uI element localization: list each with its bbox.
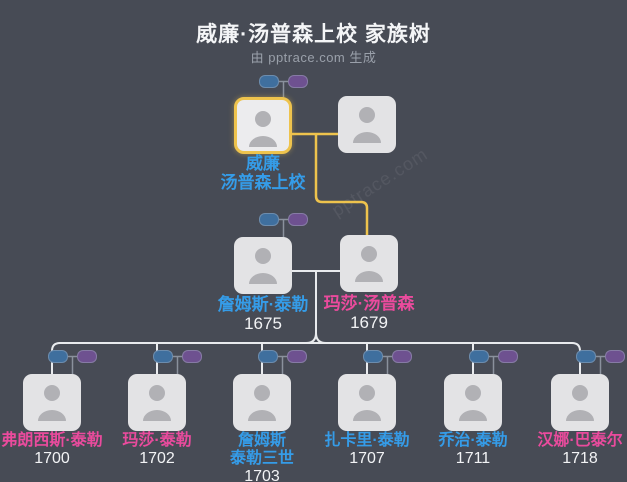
person-card-william-thompson[interactable]: [234, 97, 292, 154]
avatar-icon: [459, 410, 487, 421]
person-year: 1707: [349, 450, 385, 467]
mini-father-node-icon[interactable]: [576, 350, 596, 363]
avatar-icon: [355, 271, 383, 282]
mini-father-node-icon[interactable]: [48, 350, 68, 363]
mini-father-node-icon[interactable]: [259, 75, 279, 88]
label-james-taylor: 詹姆斯·泰勒 1675: [198, 295, 328, 333]
avatar-icon: [143, 410, 171, 421]
mini-mother-node-icon[interactable]: [77, 350, 97, 363]
page-subtitle: 由 pptrace.com 生成: [250, 50, 377, 65]
mini-father-node-icon[interactable]: [469, 350, 489, 363]
avatar-icon: [353, 132, 381, 143]
mini-father-node-icon[interactable]: [153, 350, 173, 363]
avatar-icon: [249, 273, 277, 284]
person-name: 扎卡里·泰勒: [324, 432, 410, 449]
mini-mother-node-icon[interactable]: [288, 75, 308, 88]
person-card-spouse-unnamed[interactable]: [338, 96, 396, 153]
person-card-child-3[interactable]: [233, 374, 291, 431]
avatar-icon: [566, 410, 594, 421]
avatar-icon: [465, 385, 481, 401]
person-year: 1711: [455, 450, 491, 467]
page-title: 威廉·汤普森上校 家族树: [196, 23, 431, 46]
person-name: 弗朗西斯·泰勒: [1, 432, 103, 449]
person-year: 1700: [34, 450, 70, 467]
person-card-james-taylor[interactable]: [234, 237, 292, 294]
person-card-child-1[interactable]: [23, 374, 81, 431]
mini-mother-node-icon[interactable]: [288, 213, 308, 226]
label-child-4: 扎卡里·泰勒 1707: [310, 432, 424, 468]
label-child-5: 乔治·泰勒 1711: [416, 432, 530, 468]
person-card-child-5[interactable]: [444, 374, 502, 431]
avatar-icon: [38, 410, 66, 421]
person-name: 汉娜·巴泰尔: [537, 432, 623, 449]
person-card-child-4[interactable]: [338, 374, 396, 431]
avatar-icon: [249, 136, 277, 147]
person-card-child-2[interactable]: [128, 374, 186, 431]
avatar-icon: [44, 385, 60, 401]
mini-mother-node-icon[interactable]: [498, 350, 518, 363]
mini-father-node-icon[interactable]: [258, 350, 278, 363]
person-name: 威廉: [246, 154, 280, 173]
label-william-thompson: 威廉 汤普森上校: [193, 154, 333, 192]
person-year: 1702: [139, 450, 175, 467]
avatar-icon: [255, 111, 271, 127]
avatar-icon: [255, 248, 271, 264]
mini-mother-node-icon[interactable]: [182, 350, 202, 363]
person-name: 詹姆斯: [237, 432, 286, 449]
person-card-child-6[interactable]: [551, 374, 609, 431]
avatar-icon: [353, 410, 381, 421]
label-child-1: 弗朗西斯·泰勒 1700: [0, 432, 109, 468]
avatar-icon: [359, 385, 375, 401]
avatar-icon: [149, 385, 165, 401]
person-year: 1679: [350, 313, 388, 332]
person-name: 汤普森上校: [220, 173, 306, 192]
mini-mother-node-icon[interactable]: [287, 350, 307, 363]
person-name: 玛莎·汤普森: [323, 294, 415, 313]
person-year: 1718: [562, 450, 598, 467]
person-year: 1675: [244, 314, 282, 333]
mini-mother-node-icon[interactable]: [392, 350, 412, 363]
person-name: 乔治·泰勒: [438, 432, 508, 449]
avatar-icon: [254, 385, 270, 401]
avatar-icon: [572, 385, 588, 401]
person-name: 玛莎·泰勒: [122, 432, 192, 449]
person-name: 泰勒三世: [229, 450, 294, 467]
label-child-3: 詹姆斯 泰勒三世 1703: [205, 432, 319, 482]
person-year: 1703: [244, 468, 280, 482]
mini-father-node-icon[interactable]: [259, 213, 279, 226]
label-child-2: 玛莎·泰勒 1702: [100, 432, 214, 468]
avatar-icon: [361, 246, 377, 262]
person-card-martha-thompson[interactable]: [340, 235, 398, 292]
avatar-icon: [248, 410, 276, 421]
mini-mother-node-icon[interactable]: [605, 350, 625, 363]
person-name: 詹姆斯·泰勒: [217, 295, 309, 314]
mini-father-node-icon[interactable]: [363, 350, 383, 363]
label-child-6: 汉娜·巴泰尔 1718: [523, 432, 627, 468]
label-martha-thompson: 玛莎·汤普森 1679: [304, 294, 434, 332]
avatar-icon: [359, 107, 375, 123]
